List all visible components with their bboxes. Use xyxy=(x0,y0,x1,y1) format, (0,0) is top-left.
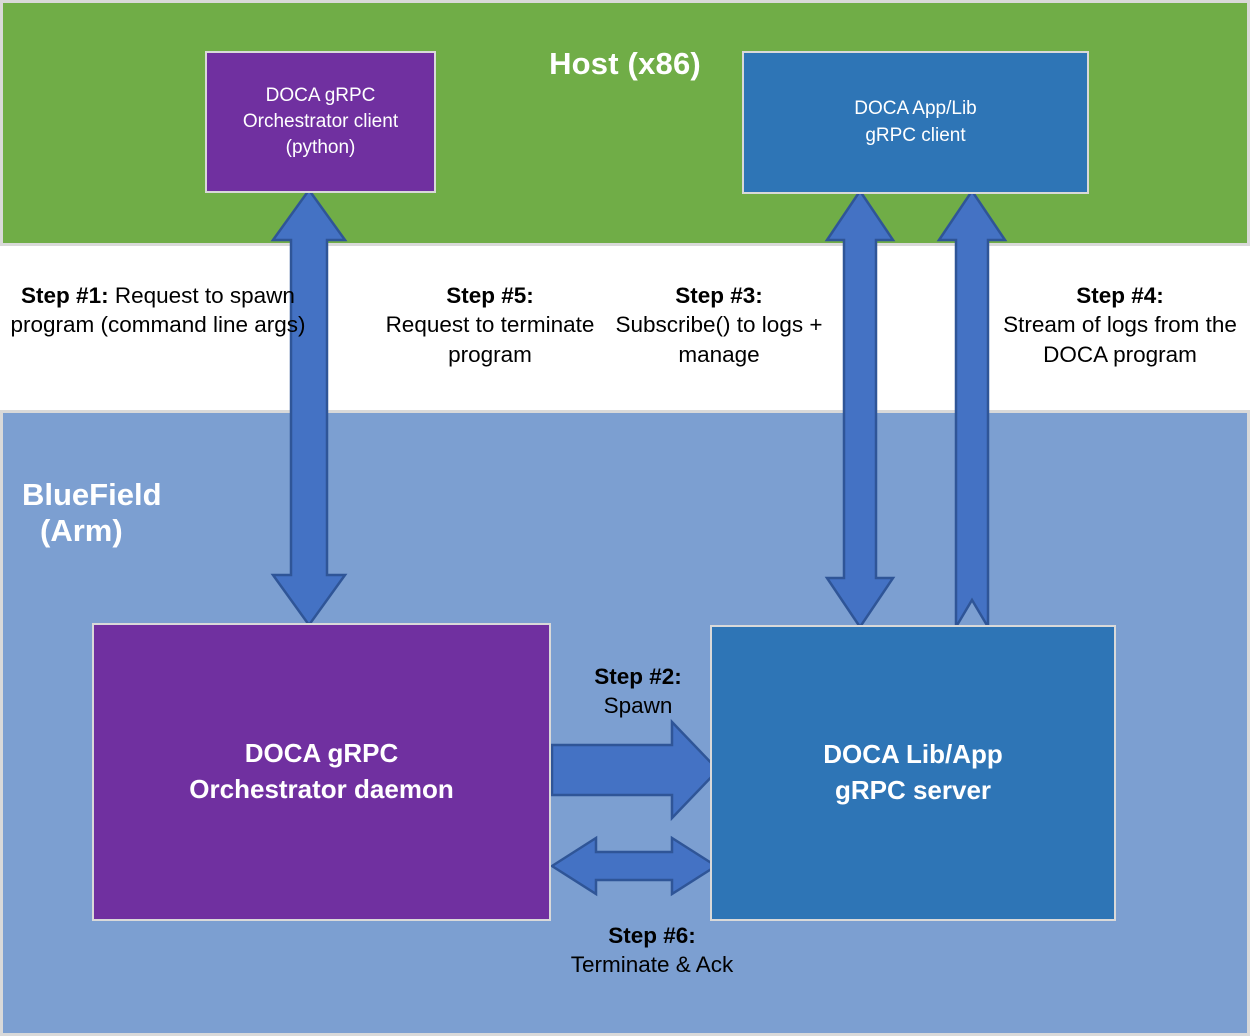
step6-text: Terminate & Ack xyxy=(570,952,734,978)
bluefield-title-line1: BlueField xyxy=(22,476,162,512)
step1-number: Step #1: xyxy=(21,283,109,308)
host-panel-title: Host (x86) xyxy=(549,46,701,81)
step4-label: Step #4: Stream of logs from the DOCA pr… xyxy=(990,281,1250,369)
step2-label: Step #2: Spawn xyxy=(553,662,723,721)
node-doca-lib-app-grpc-server[interactable]: DOCA Lib/App gRPC server xyxy=(710,625,1116,921)
node-doca-grpc-orchestrator-daemon[interactable]: DOCA gRPC Orchestrator daemon xyxy=(92,623,551,921)
bluefield-panel-title: BlueField (Arm) xyxy=(22,440,352,586)
step4-text: Stream of logs from the DOCA program xyxy=(1003,312,1237,367)
step3-label: Step #3: Subscribe() to logs + manage xyxy=(594,281,844,369)
step1-label: Step #1: Request to spawn program (comma… xyxy=(8,281,308,340)
step5-number: Step #5: xyxy=(446,283,534,308)
step3-number: Step #3: xyxy=(675,283,763,308)
step2-number: Step #2: xyxy=(594,664,682,689)
step6-label: Step #6: Terminate & Ack xyxy=(502,921,802,980)
step1-text: Request to spawn program (command line a… xyxy=(10,283,306,338)
step5-label: Step #5: Request to terminate program xyxy=(345,281,635,369)
node-doca-grpc-orchestrator-client[interactable]: DOCA gRPC Orchestrator client (python) xyxy=(205,51,436,193)
node-applib-client-label: DOCA App/Lib gRPC client xyxy=(854,98,977,146)
step5-text: Request to terminate program xyxy=(385,312,595,367)
bluefield-title-line2: (Arm) xyxy=(40,513,123,549)
step2-text: Spawn xyxy=(603,693,673,719)
step4-number: Step #4: xyxy=(1076,283,1164,308)
node-orch-daemon-label: DOCA gRPC Orchestrator daemon xyxy=(189,738,454,804)
node-orch-client-label: DOCA gRPC Orchestrator client (python) xyxy=(242,84,399,159)
node-doca-app-lib-grpc-client[interactable]: DOCA App/Lib gRPC client xyxy=(742,51,1089,194)
step6-number: Step #6: xyxy=(608,923,696,948)
node-grpc-server-label: DOCA Lib/App gRPC server xyxy=(823,739,1003,805)
step3-text: Subscribe() to logs + manage xyxy=(615,312,823,367)
